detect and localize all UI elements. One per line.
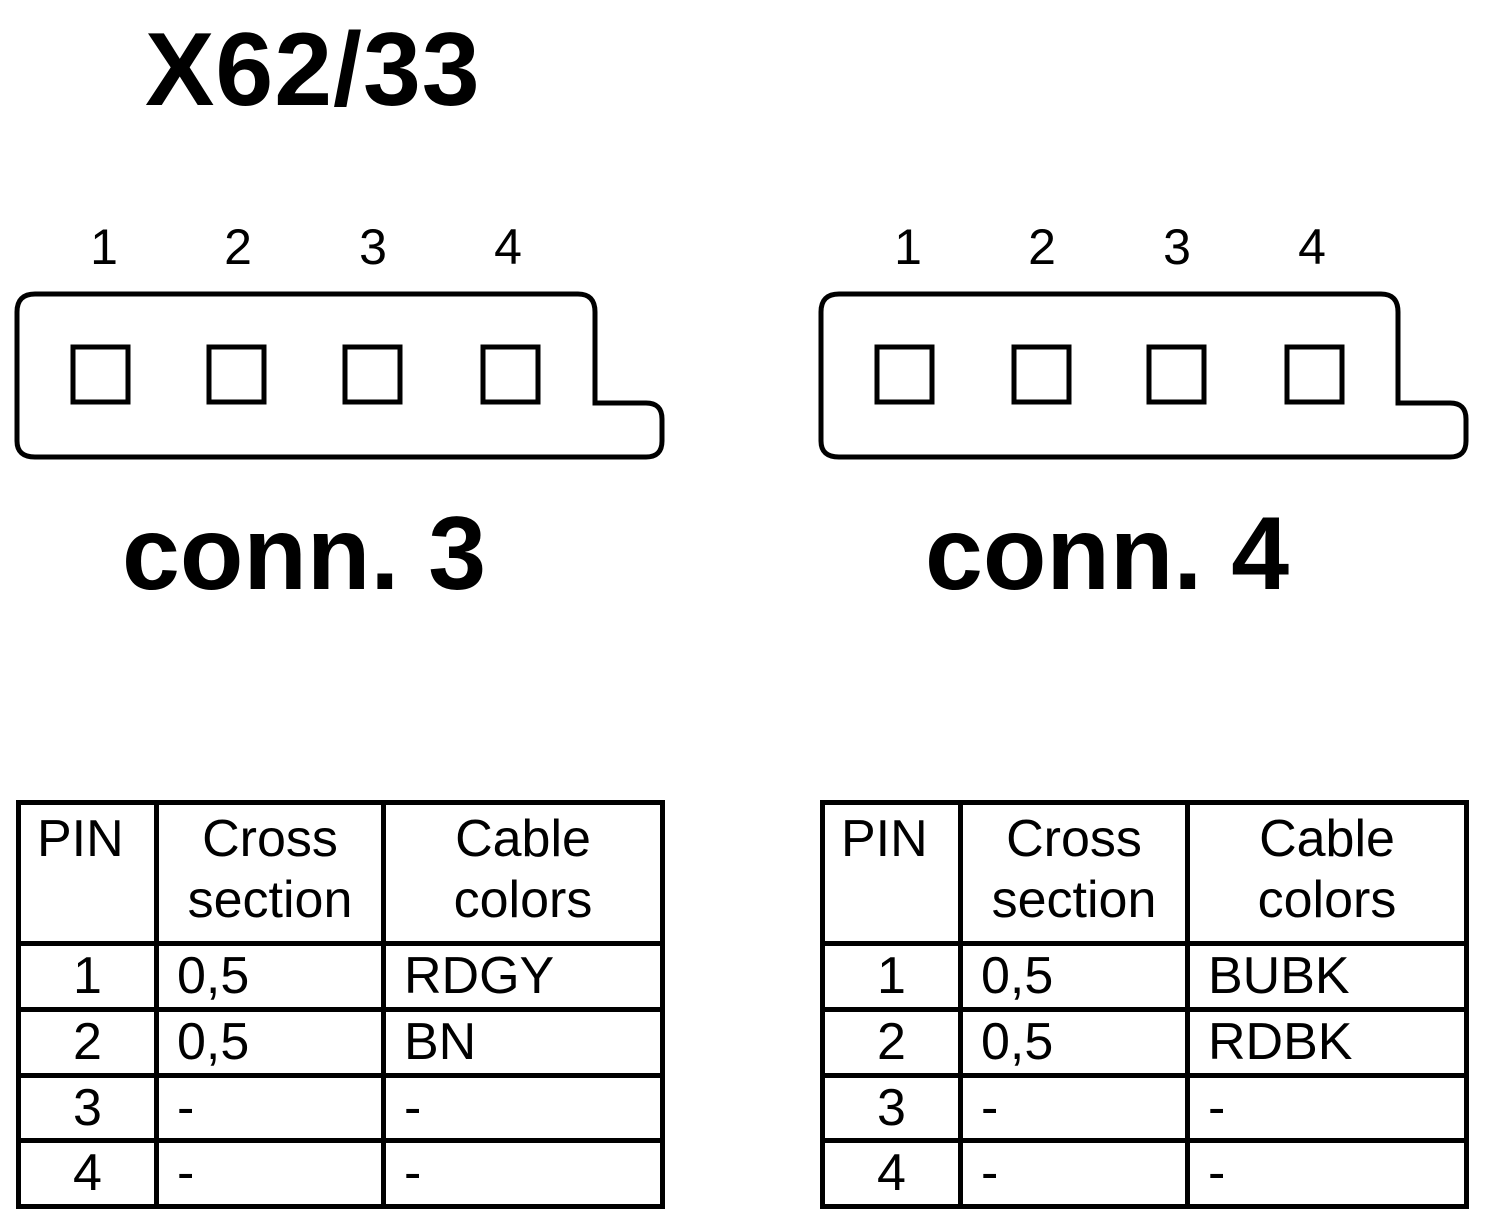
cable-colors-cell: RDGY bbox=[381, 941, 665, 1012]
connector-3-body bbox=[14, 291, 665, 460]
table-row: 4 - - bbox=[820, 1138, 1469, 1210]
connector-4-pin-number: 4 bbox=[1298, 219, 1326, 275]
cable-colors-cell: BUBK bbox=[1185, 941, 1469, 1012]
connector-4-pin-2-socket bbox=[1011, 344, 1072, 405]
connector-4-pin-4-socket bbox=[1284, 344, 1345, 405]
connector-3-outline bbox=[14, 291, 665, 460]
cable-colors-cell: - bbox=[381, 1072, 665, 1144]
connector-4-pin-number: 3 bbox=[1163, 219, 1191, 275]
connector-3-label: conn. 3 bbox=[122, 496, 487, 612]
pin-cell: 2 bbox=[820, 1006, 963, 1078]
pin-cell: 4 bbox=[820, 1138, 963, 1210]
cable-colors-cell: RDBK bbox=[1185, 1006, 1469, 1078]
table-row: 2 0,5 RDBK bbox=[820, 1006, 1469, 1078]
cross-section-cell: - bbox=[154, 1072, 386, 1144]
table-row: 4 - - bbox=[16, 1138, 665, 1210]
cross-section-cell: - bbox=[154, 1138, 386, 1210]
connector-4-pin-number: 1 bbox=[894, 219, 922, 275]
connector-3-pin-number: 2 bbox=[224, 219, 252, 275]
diagram-title: X62/33 bbox=[145, 12, 481, 128]
connector-3-pin-3-socket bbox=[342, 344, 403, 405]
connector-4-label: conn. 4 bbox=[925, 496, 1290, 612]
pin-cell: 3 bbox=[16, 1072, 159, 1144]
table-row: 3 - - bbox=[820, 1072, 1469, 1144]
cable-colors-cell: BN bbox=[381, 1006, 665, 1078]
connector-4-body bbox=[818, 291, 1469, 460]
table-row: 1 0,5 BUBK bbox=[820, 941, 1469, 1012]
header-pin: PIN bbox=[16, 800, 159, 946]
connector-4-pin-number: 2 bbox=[1028, 219, 1056, 275]
connector-3-pin-2-socket bbox=[206, 344, 267, 405]
connector-3-pin-4-socket bbox=[480, 344, 541, 405]
cable-colors-cell: - bbox=[381, 1138, 665, 1210]
connector-3-pin-1-socket bbox=[70, 344, 131, 405]
cross-section-cell: - bbox=[958, 1138, 1190, 1210]
connector-3-pin-number: 3 bbox=[359, 219, 387, 275]
cross-section-cell: 0,5 bbox=[958, 941, 1190, 1012]
header-pin: PIN bbox=[820, 800, 963, 946]
table-row: 3 - - bbox=[16, 1072, 665, 1144]
connector-3-pin-number: 1 bbox=[90, 219, 118, 275]
pin-cell: 1 bbox=[16, 941, 159, 1012]
connector-3-pin-number: 4 bbox=[494, 219, 522, 275]
connector-4-pin-3-socket bbox=[1146, 344, 1207, 405]
pin-cell: 4 bbox=[16, 1138, 159, 1210]
pin-cell: 3 bbox=[820, 1072, 963, 1144]
connector-4-pin-1-socket bbox=[874, 344, 935, 405]
cable-colors-cell: - bbox=[1185, 1072, 1469, 1144]
cross-section-cell: - bbox=[958, 1072, 1190, 1144]
cross-section-cell: 0,5 bbox=[958, 1006, 1190, 1078]
connector-4-outline bbox=[818, 291, 1469, 460]
pin-cell: 2 bbox=[16, 1006, 159, 1078]
table-row: 1 0,5 RDGY bbox=[16, 941, 665, 1012]
cable-colors-cell: - bbox=[1185, 1138, 1469, 1210]
pin-cell: 1 bbox=[820, 941, 963, 1012]
cross-section-cell: 0,5 bbox=[154, 941, 386, 1012]
cross-section-cell: 0,5 bbox=[154, 1006, 386, 1078]
table-row: 2 0,5 BN bbox=[16, 1006, 665, 1078]
